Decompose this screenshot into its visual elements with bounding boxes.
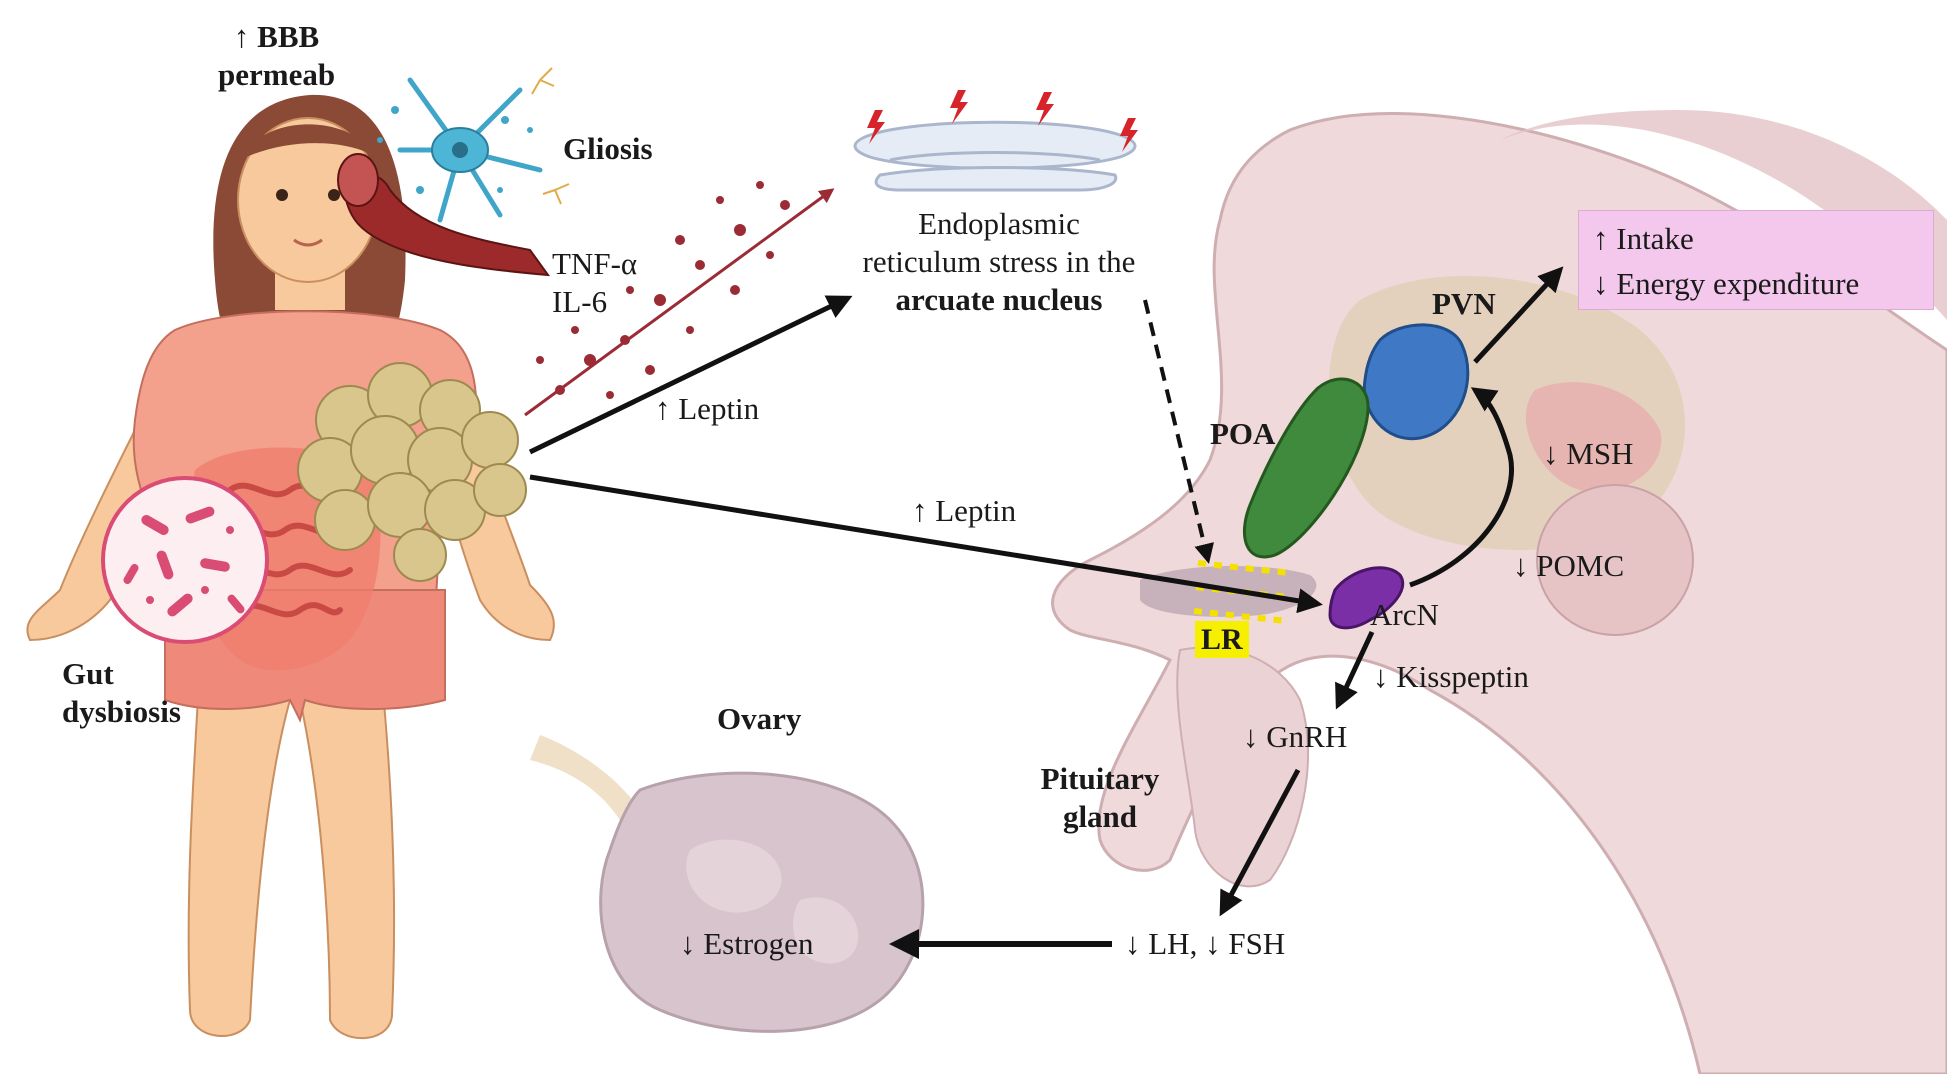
outcome-intake: ↑ Intake — [1593, 221, 1694, 256]
outcome-box: ↑ Intake ↓ Energy expenditure — [1578, 210, 1934, 310]
label-lh-fsh: ↓ LH, ↓ FSH — [1125, 926, 1286, 961]
label-msh: ↓ MSH — [1543, 436, 1634, 471]
leptin-upper-arrow — [528, 295, 853, 455]
label-ovary: Ovary — [717, 701, 802, 736]
gnrh-to-lh-arrow — [1219, 768, 1301, 917]
vessel-and-glia — [337, 67, 570, 277]
label-lr: LR — [1195, 620, 1249, 659]
label-gnrh: ↓ GnRH — [1243, 719, 1348, 754]
stress-bolts — [867, 90, 1138, 152]
brain-region — [1051, 110, 1947, 1074]
ovary — [530, 735, 925, 1033]
label-arcn: ArcN — [1370, 597, 1439, 632]
pvn-outcome-arrow — [1473, 266, 1564, 364]
person-figure — [26, 94, 555, 1040]
pvn-nucleus — [1362, 323, 1470, 441]
arcn-to-pvn-arrow — [1409, 387, 1514, 588]
arcn-to-gnrh-arrow — [1335, 630, 1375, 710]
poa-region — [1242, 377, 1370, 559]
label-poa: POA — [1210, 416, 1276, 451]
arcn-nucleus — [1328, 566, 1405, 630]
label-leptin-lower: ↑ Leptin — [912, 493, 1017, 528]
cytokine-arrow — [524, 188, 835, 417]
microbiota-circle — [101, 476, 269, 644]
arrows — [524, 188, 1564, 959]
leptin-lower-arrow — [529, 474, 1323, 614]
label-gliosis: Gliosis — [563, 131, 653, 166]
label-pomc: ↓ POMC — [1513, 548, 1625, 583]
label-pvn: PVN — [1432, 286, 1496, 321]
outcome-energy: ↓ Energy expenditure — [1593, 265, 1860, 301]
label-estrogen: ↓ Estrogen — [680, 926, 814, 961]
adipose-cluster — [297, 362, 527, 582]
label-leptin-upper: ↑ Leptin — [655, 391, 760, 426]
label-kisspeptin: ↓ Kisspeptin — [1373, 659, 1529, 694]
er-illustration — [853, 90, 1138, 192]
